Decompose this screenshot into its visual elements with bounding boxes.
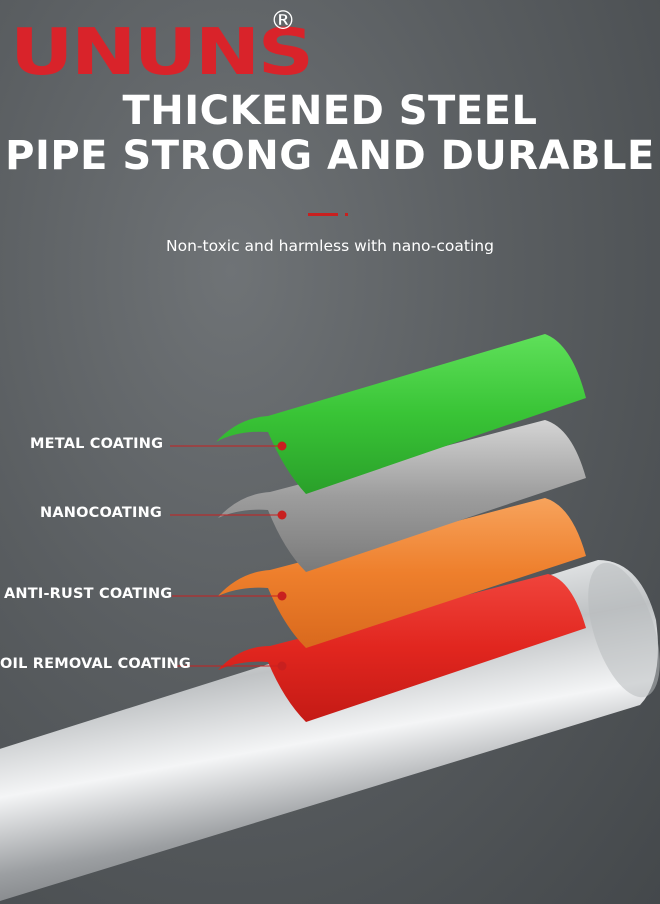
callout-nanocoating xyxy=(170,510,287,520)
headline-line-1: THICKENED STEEL xyxy=(122,88,538,134)
brand-logo: UNUNS xyxy=(10,16,314,90)
label-metal-coating: METAL COATING xyxy=(30,436,164,452)
callout-metal-coating xyxy=(170,441,287,451)
headline-line-2: PIPE STRONG AND DURABLE xyxy=(5,133,655,179)
accent-divider xyxy=(308,213,338,216)
nanocoating-layer xyxy=(218,420,586,572)
callout-anti-rust-coating xyxy=(172,591,287,601)
label-anti-rust-coating: ANTI-RUST COATING xyxy=(4,586,173,602)
oil-removal-coating-layer xyxy=(218,574,586,722)
label-nanocoating: NANOCOATING xyxy=(40,505,163,521)
subtitle: Non-toxic and harmless with nano-coating xyxy=(166,237,494,255)
accent-dot xyxy=(345,213,348,216)
anti-rust-coating-layer xyxy=(218,498,586,648)
registered-mark: ® xyxy=(270,6,296,36)
callout-oil-removal-coating xyxy=(176,661,287,671)
metal-coating-layer xyxy=(216,334,586,494)
label-oil-removal-coating: OIL REMOVAL COATING xyxy=(0,656,191,672)
